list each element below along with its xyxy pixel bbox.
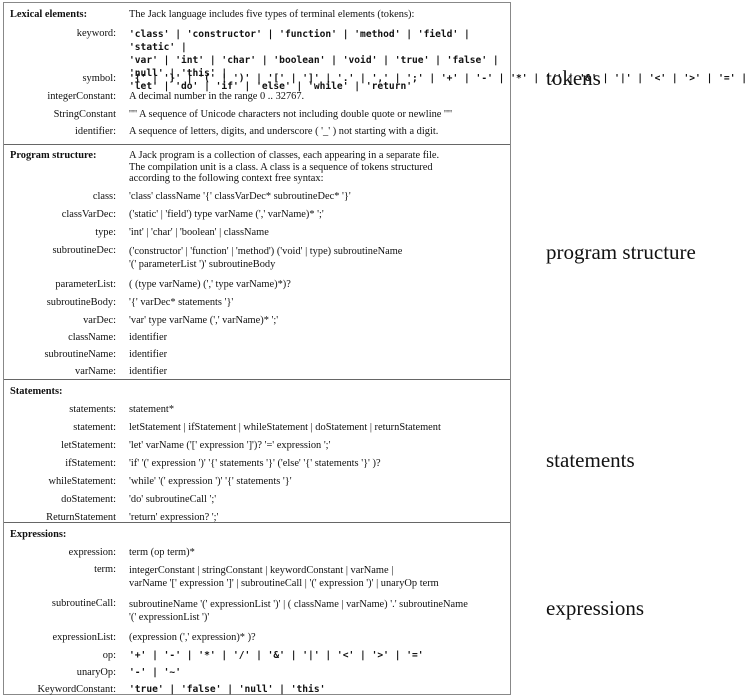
rule-label: class: [92, 191, 116, 202]
rule-label: parameterList: [55, 279, 116, 290]
rule-label: unaryOp: [76, 667, 116, 678]
rule-definition: A sequence of letters, digits, and under… [129, 126, 439, 137]
side-label-statements: statements [546, 448, 635, 472]
rule-label: statement: [73, 422, 116, 433]
rule-definition: identifier [129, 366, 168, 377]
rule-label: op: [102, 650, 116, 661]
rule-label: identifier: [75, 126, 116, 137]
rule-definition: 'while' '(' expression ')' '{' statement… [129, 476, 292, 487]
rule-definition: integerConstant | stringConstant | keywo… [129, 565, 439, 589]
rule-label: statements: [69, 404, 116, 415]
side-label-program-structure: program structure [546, 240, 696, 264]
rule-definition: '"' A sequence of Unicode characters not… [129, 109, 452, 120]
rule-label: expressionList: [52, 632, 117, 643]
section-intro: The Jack language includes five types of… [129, 9, 415, 20]
rule-definition: 'class' | 'constructor' | 'function' | '… [129, 29, 499, 92]
grammar-table: Lexical elements: The Jack language incl… [3, 2, 749, 695]
rule-definition: term (op term)* [129, 547, 195, 558]
rule-label: KeywordConstant: [37, 684, 117, 695]
rule-label: doStatement: [61, 494, 116, 505]
section-heading: Lexical elements: [10, 9, 88, 20]
section-heading: Statements: [10, 386, 63, 397]
section-expressions: Expressions: expression: term (op term)*… [4, 522, 510, 695]
section-heading: Expressions: [10, 529, 67, 540]
rule-definition: 'true' | 'false' | 'null' | 'this' [129, 684, 326, 695]
rule-definition: ('static' | 'field') type varName (',' v… [129, 209, 324, 220]
rule-definition: ('constructor' | 'function' | 'method') … [129, 246, 403, 270]
rule-definition: '+' | '-' | '*' | '/' | '&' | '|' | '<' … [129, 650, 424, 661]
rule-definition: A decimal number in the range 0 .. 32767… [129, 91, 305, 102]
rule-label: keyword: [76, 28, 116, 39]
rule-label: subroutineDec: [52, 245, 116, 256]
rule-definition: identifier [129, 349, 168, 360]
rule-label: letStatement: [61, 440, 116, 451]
rule-definition: '{' varDec* statements '}' [129, 297, 234, 308]
section-lexical-elements: Lexical elements: The Jack language incl… [4, 3, 749, 137]
rule-label: varName: [75, 366, 116, 377]
rule-definition: letStatement | ifStatement | whileStatem… [129, 422, 441, 433]
rule-label: ifStatement: [65, 458, 116, 469]
rule-label: whileStatement: [48, 476, 116, 487]
rule-definition: identifier [129, 332, 168, 343]
rule-definition: (expression (',' expression)* )? [129, 632, 256, 643]
rule-definition: subroutineName '(' expressionList ')' | … [129, 599, 468, 623]
rule-definition: 'return' expression? ';' [129, 512, 219, 523]
rule-label: type: [95, 227, 116, 238]
rule-label: classVarDec: [61, 209, 116, 220]
rule-label: subroutineCall: [51, 598, 116, 609]
rule-label: ReturnStatement [46, 512, 116, 523]
rule-definition: statement* [129, 404, 175, 415]
rule-label: subroutineName: [44, 349, 116, 360]
rule-label: term: [94, 564, 116, 575]
rule-definition: 'do' subroutineCall ';' [129, 494, 217, 505]
rule-definition: 'if' '(' expression ')' '{' statements '… [129, 458, 381, 469]
rule-label: subroutineBody: [46, 297, 116, 308]
rule-label: StringConstant [53, 109, 116, 120]
section-intro: A Jack program is a collection of classe… [129, 150, 440, 184]
rule-definition: 'class' className '{' classVarDec* subro… [129, 191, 351, 202]
rule-label: symbol: [82, 73, 117, 84]
rule-label: integerConstant: [47, 91, 116, 102]
rule-definition: '-' | '~' [129, 667, 181, 678]
section-heading: Program structure: [10, 150, 97, 161]
rule-label: className: [68, 332, 116, 343]
rule-definition: ( (type varName) (',' type varName)*)? [129, 279, 291, 290]
rule-definition: 'var' type varName (',' varName)* ';' [129, 315, 279, 326]
rule-label: expression: [68, 547, 116, 558]
side-label-tokens: tokens [546, 66, 601, 90]
side-label-expressions: expressions [546, 596, 644, 620]
section-program-structure: Program structure: A Jack program is a c… [4, 144, 510, 379]
rule-definition: 'let' varName ('[' expression ']')? '=' … [129, 440, 331, 451]
section-statements: Statements: statements: statement* state… [4, 379, 510, 523]
rule-definition: 'int' | 'char' | 'boolean' | className [129, 227, 269, 238]
rule-label: varDec: [83, 315, 116, 326]
rule-definition: '{' | '}' | '(' | ')' | '[' | ']' | '.' … [129, 73, 749, 84]
